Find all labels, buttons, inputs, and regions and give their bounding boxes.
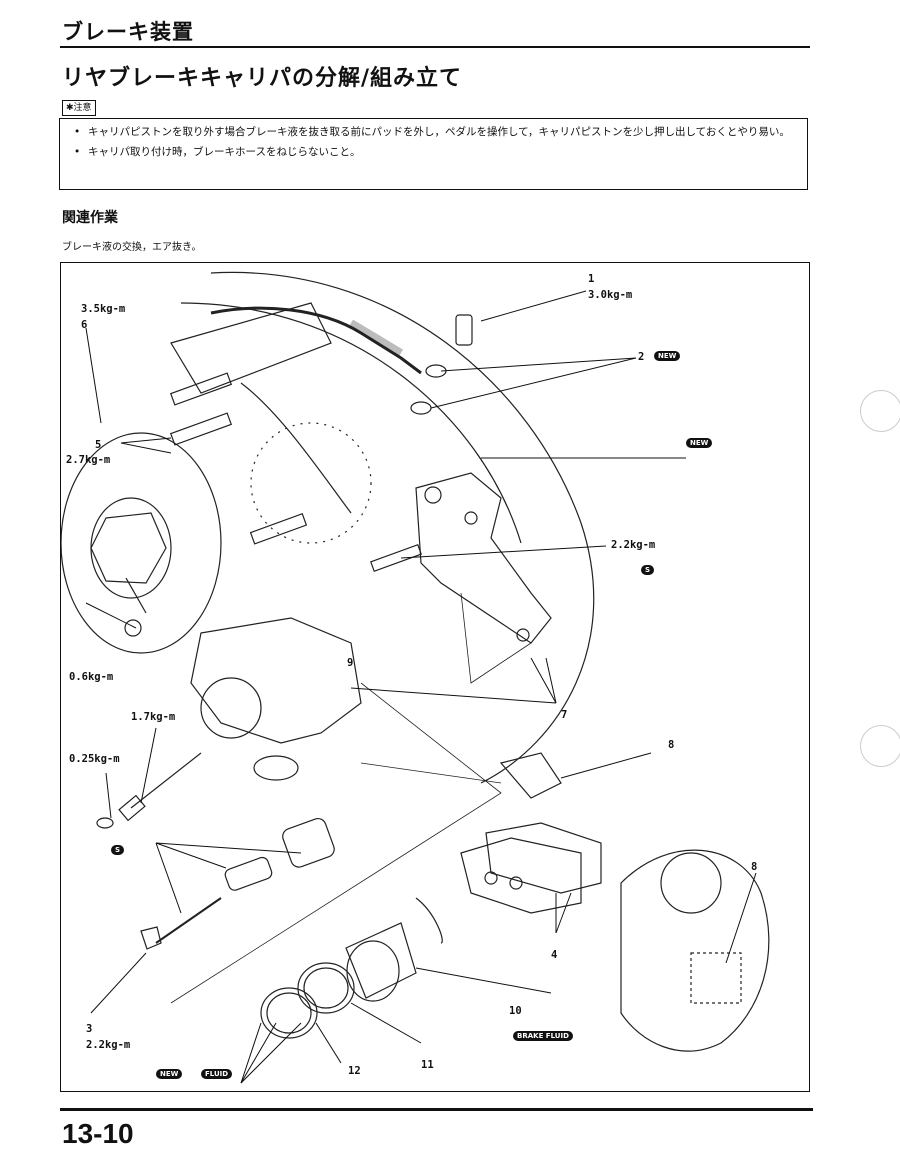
label-1: 1 (588, 273, 595, 285)
brake-fluid-icon: BRAKE FLUID (513, 1031, 573, 1041)
label-9: 9 (347, 657, 354, 669)
torque-5: 2.7kg-m (66, 454, 111, 466)
caution-box: キャリパピストンを取り外す場合ブレーキ液を抜き取る前にパッドを外し，ペダルを操作… (59, 118, 808, 190)
caution-item: キャリパ取り付け時，ブレーキホースをねじらないこと。 (74, 145, 797, 160)
label-8: 8 (751, 861, 758, 873)
torque-3: 2.2kg-m (86, 1039, 131, 1051)
torque-1: 3.0kg-m (588, 289, 633, 301)
punch-hole (860, 390, 900, 432)
new-part-icon: NEW (654, 351, 681, 361)
label-10: 10 (509, 1005, 522, 1017)
page-heading: リヤブレーキキャリパの分解/組み立て (62, 66, 463, 91)
related-work-text: ブレーキ液の交換，エア抜き。 (62, 242, 202, 253)
punch-hole (860, 725, 900, 767)
torque-slide: 1.7kg-m (131, 711, 176, 723)
label-4: 4 (551, 949, 558, 961)
brake-fluid-icon: FLUID (201, 1069, 233, 1079)
caution-badge: ✱注意 (62, 100, 96, 116)
label-6: 6 (81, 319, 88, 331)
caliper-illustration (61, 271, 770, 1084)
caution-item: キャリパピストンを取り外す場合ブレーキ液を抜き取る前にパッドを外し，ペダルを操作… (74, 125, 797, 140)
new-part-icon: NEW (156, 1069, 183, 1079)
page-number: 13-10 (62, 1118, 134, 1149)
torque-cap: 0.25kg-m (69, 753, 120, 765)
label-12: 12 (348, 1065, 361, 1077)
section-title: ブレーキ装置 (62, 20, 194, 44)
label-11: 11 (421, 1059, 434, 1071)
grease-icon: S (111, 845, 125, 855)
exploded-diagram: 1 3.0kg-m 2 NEW NEW 3.5kg-m 6 5 2.7kg-m … (60, 262, 810, 1092)
top-rule (60, 46, 810, 48)
grease-icon: S (641, 565, 655, 575)
related-work-heading: 関連作業 (62, 210, 118, 226)
label-8: 8 (668, 739, 675, 751)
torque-bleeder: 0.6kg-m (69, 671, 114, 683)
label-5: 5 (95, 439, 102, 451)
bottom-rule (60, 1108, 813, 1111)
label-7: 7 (561, 709, 568, 721)
new-part-icon: NEW (686, 438, 713, 448)
torque-pin: 2.2kg-m (611, 539, 656, 551)
torque-6: 3.5kg-m (81, 303, 126, 315)
caution-badge-label: 注意 (73, 103, 92, 113)
warning-star-icon: ✱ (66, 103, 74, 113)
label-3: 3 (86, 1023, 93, 1035)
label-2: 2 (638, 351, 645, 363)
